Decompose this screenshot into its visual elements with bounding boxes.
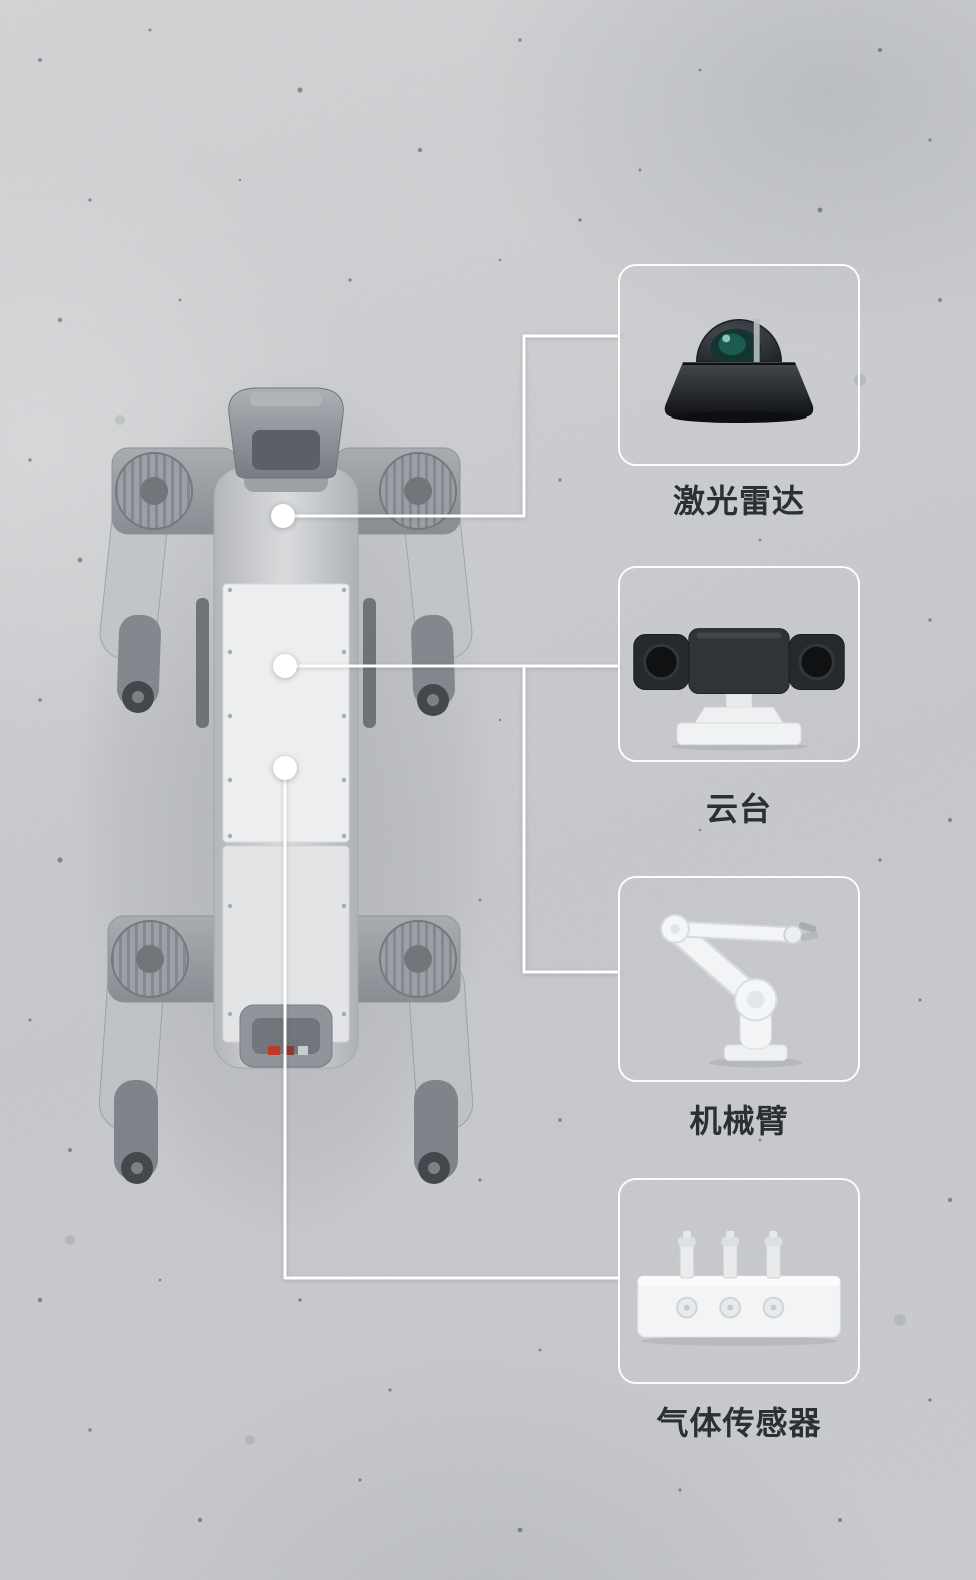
gas-sensor-icon: [637, 1230, 841, 1346]
robot-leg-front-left: [99, 499, 168, 713]
robot-hip-front-left: [111, 447, 239, 535]
callout-label-arm: 机械臂: [689, 1103, 789, 1139]
callout-line-gas: [283, 768, 620, 1280]
concrete-smudges: [65, 374, 906, 1445]
robot-head: [228, 387, 344, 492]
robotic-arm-icon: [660, 914, 819, 1068]
gimbal-camera-icon: [633, 628, 845, 751]
callout-label-gas: 气体传感器: [656, 1405, 822, 1441]
robot-leg-front-right: [404, 499, 473, 716]
callout-line-arm: [522, 666, 620, 974]
callout-box-gas: [618, 1178, 860, 1384]
robot-side-slot-right: [363, 598, 376, 728]
concrete-specks: [28, 28, 953, 1533]
robot-hip-rear-right: [333, 915, 461, 1003]
callout-dot-lidar: [271, 504, 295, 528]
lidar-sensor-icon: [664, 318, 814, 424]
callout-label-lidar: 激光雷达: [672, 483, 805, 519]
callout-dot-gimbal: [273, 654, 297, 678]
robot-side-slot-left: [196, 598, 209, 728]
callout-box-arm: [618, 876, 860, 1082]
callout-label-gimbal: 云台: [705, 791, 772, 827]
callout-box-lidar: [618, 264, 860, 466]
callout-line-lidar: [283, 334, 620, 518]
callout-box-gimbal: [618, 566, 860, 762]
robot-hip-rear-left: [107, 915, 235, 1003]
robot-top-view: [98, 387, 474, 1184]
robot-hip-front-right: [333, 447, 461, 535]
callout-dot-gas: [273, 756, 297, 780]
